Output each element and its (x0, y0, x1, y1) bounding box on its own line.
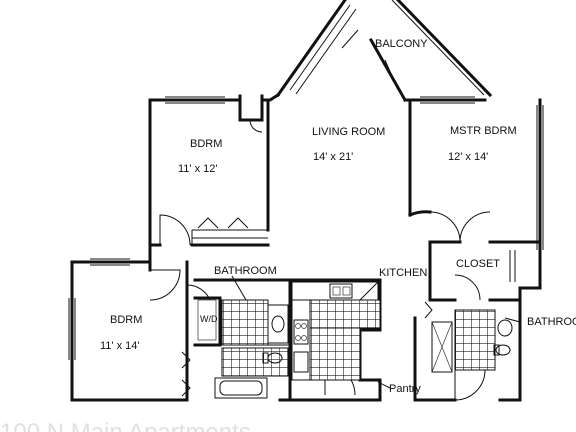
kitchen-fridge (293, 351, 309, 373)
bath1-tile-lower (221, 347, 289, 377)
windows (68, 4, 544, 360)
bath1-sink (271, 315, 285, 333)
wall-bedroom1-north-east (260, 92, 281, 102)
label-bedroom-2: BDRM (110, 314, 142, 326)
tile-floors (221, 299, 496, 381)
label-balcony: BALCONY (375, 38, 428, 50)
label-bathroom-1: BATHROOM (214, 265, 277, 277)
wall-bath2-south (413, 316, 457, 402)
watermark-text: 100 N Main Apartments (0, 419, 251, 432)
door-closet (454, 274, 481, 301)
dim-bedroom-1: 11' x 12' (178, 163, 217, 175)
fixtures (197, 281, 513, 399)
balcony-rail (395, 0, 493, 98)
wall-living-northeast (368, 37, 408, 103)
kitchen-sink (329, 283, 353, 299)
label-closet: CLOSET (456, 258, 500, 270)
wall-bath2-east (498, 286, 522, 402)
door-bedroom1 (159, 214, 191, 246)
wall-living-northwest (275, 0, 347, 98)
room-labels: BALCONY LIVING ROOM 14' x 21' BDRM 11' x… (100, 38, 576, 395)
leader-lines (231, 275, 521, 389)
label-kitchen: KITCHEN (379, 267, 427, 279)
bath2-sink (497, 319, 513, 337)
kitchen-tile-upper (309, 299, 381, 329)
kitchen-range (293, 319, 309, 345)
kitchen-tile-lower (309, 327, 361, 381)
window-bedroom1 (165, 96, 225, 104)
label-washer-dryer: W/D (200, 314, 218, 324)
window-master (420, 96, 475, 104)
bedroom1-closet (191, 229, 268, 245)
kitchen-counter-top (291, 281, 379, 301)
dim-master-bedroom: 12' x 14' (448, 151, 488, 163)
door-entry (454, 369, 486, 401)
wall-master-east (518, 98, 542, 290)
kitchen-counter-side (291, 299, 311, 381)
dim-living-room: 14' x 21' (313, 151, 353, 163)
door-bath1 (186, 284, 211, 310)
dim-bedroom-2: 11' x 14' (100, 340, 139, 352)
washer-dryer-closet (193, 296, 222, 347)
bath1-tile-upper (221, 299, 269, 346)
wall-west (70, 98, 189, 402)
bath2-tile (454, 309, 496, 371)
window-master-east (536, 105, 544, 250)
label-living-room: LIVING ROOM (312, 126, 385, 138)
bath2-toilet (495, 344, 511, 356)
label-master-bedroom: MSTR BDRM (450, 125, 517, 137)
bath2-shower (431, 321, 453, 373)
label-bedroom-1: BDRM (190, 138, 222, 150)
label-bathroom-2: BATHROOM (527, 316, 576, 328)
interior-walls (148, 94, 542, 402)
bath1-tub (214, 377, 268, 399)
label-pantry: Pantry (389, 383, 421, 395)
exterior-walls (70, 0, 542, 402)
door-bedroom2 (149, 269, 181, 301)
window-bedroom2 (68, 298, 76, 360)
